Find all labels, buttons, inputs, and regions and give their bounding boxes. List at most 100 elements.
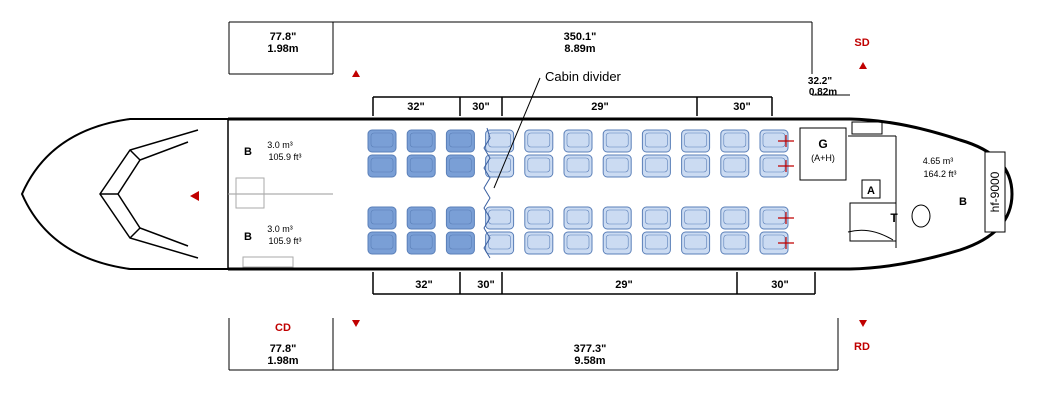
fwd-baggage-bottom-m3: 3.0 m³ <box>267 224 293 234</box>
top-left-dim-in: 77.8" <box>270 31 297 43</box>
pitch-brackets-top <box>372 96 773 116</box>
passenger-seat <box>445 206 475 230</box>
passenger-seat <box>720 206 750 230</box>
rear-door-label: RD <box>854 341 870 353</box>
passenger-seat <box>367 206 397 230</box>
passenger-seat <box>681 206 711 230</box>
top-main-dim-m: 8.89m <box>564 43 595 55</box>
attendant-seat-box <box>861 179 881 199</box>
fwd-baggage-top-label: B <box>244 146 252 158</box>
passenger-seat <box>602 154 632 178</box>
cockpit-windshield <box>99 129 199 259</box>
bottom-main-dim-m: 9.58m <box>574 355 605 367</box>
passenger-seat <box>524 129 554 153</box>
fwd-baggage-bottom-label: B <box>244 231 252 243</box>
cabin-divider-line <box>483 127 491 259</box>
registration-panel <box>984 151 1006 233</box>
passenger-seat <box>641 154 671 178</box>
rear-baggage-label: B <box>959 196 967 208</box>
passenger-seat <box>367 129 397 153</box>
bottom-storage-box <box>242 256 294 268</box>
registration-label: hf-9000 <box>988 171 1002 212</box>
pitch-brackets-bottom <box>372 272 816 295</box>
passenger-seat <box>563 129 593 153</box>
passenger-seat <box>681 129 711 153</box>
rear-cabinet <box>851 121 883 135</box>
passenger-seat <box>406 129 436 153</box>
service-door-label: SD <box>854 37 869 49</box>
toilet-bowl-icon <box>911 204 931 228</box>
passenger-seat <box>367 154 397 178</box>
galley-box <box>799 127 847 181</box>
passenger-seat <box>602 206 632 230</box>
cockpit-door-arrow-icon <box>190 191 199 201</box>
passenger-seat <box>602 129 632 153</box>
door-arrow-down-icon <box>352 320 360 327</box>
pitch-top-1: 32" <box>407 101 424 113</box>
bottom-left-dim-m: 1.98m <box>267 355 298 367</box>
pitch-bottom-4: 30" <box>771 279 788 291</box>
seat-grid <box>367 129 794 255</box>
passenger-seat <box>681 154 711 178</box>
passenger-seat <box>485 154 515 178</box>
passenger-seat <box>759 231 794 255</box>
passenger-seat <box>641 231 671 255</box>
passenger-seat <box>524 231 554 255</box>
passenger-seat <box>485 206 515 230</box>
door-arrow-up-icon <box>352 70 360 77</box>
passenger-seat <box>563 154 593 178</box>
passenger-seat <box>720 129 750 153</box>
top-main-dim-in: 350.1" <box>564 31 597 43</box>
passenger-seat <box>759 206 794 230</box>
cabin-divider-label: Cabin divider <box>545 69 622 84</box>
passenger-seat <box>524 154 554 178</box>
galley-sub-label: (A+H) <box>811 153 835 163</box>
passenger-seat <box>602 231 632 255</box>
passenger-seat <box>485 231 515 255</box>
cabin-divider-leader <box>493 77 541 189</box>
pitch-top-2: 30" <box>472 101 489 113</box>
passenger-seat <box>759 154 794 178</box>
passenger-seat <box>406 206 436 230</box>
passenger-seat <box>406 154 436 178</box>
passenger-seat <box>445 231 475 255</box>
passenger-seat <box>720 154 750 178</box>
passenger-seat <box>563 206 593 230</box>
galley-label: G <box>818 137 827 151</box>
passenger-seat <box>681 231 711 255</box>
pitch-top-4: 30" <box>733 101 750 113</box>
pitch-bottom-2: 30" <box>477 279 494 291</box>
bottom-left-dim-in: 77.8" <box>270 343 297 355</box>
passenger-seat <box>406 231 436 255</box>
passenger-seat <box>445 129 475 153</box>
passenger-seat <box>485 129 515 153</box>
cargo-door-frame <box>235 177 265 209</box>
attendant-seat-label: A <box>867 185 875 197</box>
rear-baggage-m3: 4.65 m³ <box>923 156 954 166</box>
top-left-dim-m: 1.98m <box>267 43 298 55</box>
top-dimension-frame <box>228 21 813 75</box>
passenger-seat <box>367 231 397 255</box>
door-arrow-down-icon <box>859 320 867 327</box>
pitch-bottom-3: 29" <box>615 279 632 291</box>
galley-dim-in: 32.2" <box>808 76 832 87</box>
passenger-seat <box>641 129 671 153</box>
passenger-seat <box>563 231 593 255</box>
pitch-top-3: 29" <box>591 101 608 113</box>
passenger-seat <box>641 206 671 230</box>
pitch-bottom-1: 32" <box>415 279 432 291</box>
rear-baggage-ft3: 164.2 ft³ <box>923 169 956 179</box>
fwd-baggage-top-m3: 3.0 m³ <box>267 140 293 150</box>
fuselage-outline <box>20 117 1014 271</box>
passenger-seat <box>720 231 750 255</box>
toilet-box <box>849 202 897 242</box>
passenger-seat <box>445 154 475 178</box>
passenger-seat <box>759 129 794 153</box>
bottom-main-dim-in: 377.3" <box>574 343 607 355</box>
bottom-dimension-frame <box>228 318 839 371</box>
fwd-baggage-top-ft3: 105.9 ft³ <box>268 152 301 162</box>
passenger-seat <box>524 206 554 230</box>
toilet-door-swing <box>847 229 894 241</box>
door-arrow-up-icon <box>859 62 867 69</box>
